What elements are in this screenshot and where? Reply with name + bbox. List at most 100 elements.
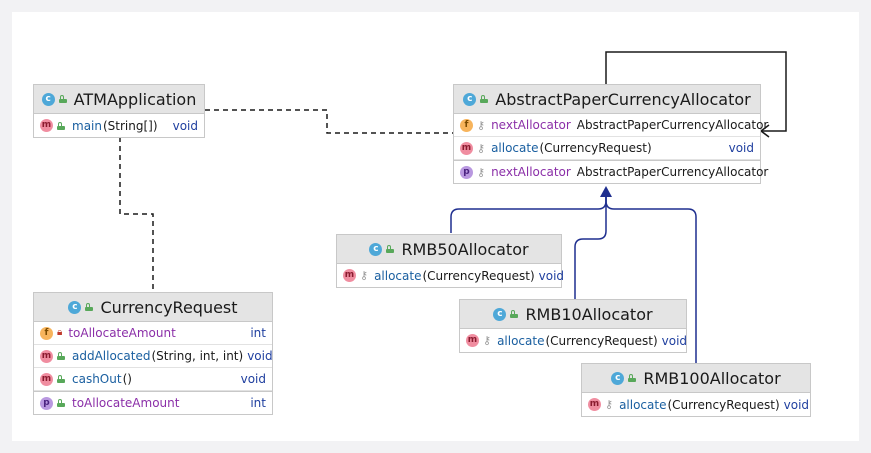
property-row[interactable]: p toAllocateAmount int <box>34 391 272 414</box>
class-name: RMB50Allocator <box>401 239 529 259</box>
unlock-icon <box>58 95 67 103</box>
class-header[interactable]: c CurrencyRequest <box>34 293 272 322</box>
class-atm-application[interactable]: c ATMApplication m main (String[]) void <box>33 84 205 138</box>
method-params: (String[]) <box>102 118 158 133</box>
inheritance-edge-rmb100 <box>600 186 697 363</box>
unlock-icon <box>510 310 519 318</box>
class-currency-request[interactable]: c CurrencyRequest f 🔒︎ toAllocateAmount … <box>33 292 273 415</box>
unlock-icon <box>57 121 65 130</box>
method-row[interactable]: m cashOut () void <box>34 368 272 391</box>
field-type: int <box>250 326 266 340</box>
edges-layer <box>119 51 787 363</box>
class-name: AbstractPaperCurrencyAllocator <box>495 89 751 109</box>
method-name: addAllocated <box>72 349 151 363</box>
method-params: (CurrencyRequest) <box>422 268 535 283</box>
field-name: nextAllocator <box>491 118 571 132</box>
method-m-icon: m <box>343 269 356 282</box>
field-f-icon: f <box>460 118 473 132</box>
class-header[interactable]: c RMB50Allocator <box>337 235 561 264</box>
unlock-icon <box>480 95 489 103</box>
method-name: allocate <box>497 333 545 348</box>
method-params: (String, int, int) <box>151 349 244 363</box>
class-name: ATMApplication <box>73 89 197 109</box>
class-rmb100-allocator[interactable]: c RMB100Allocator m ⚷ allocate (Currency… <box>581 363 811 417</box>
method-m-icon: m <box>460 141 473 155</box>
class-name: RMB10Allocator <box>525 304 653 324</box>
unlock-icon <box>57 399 65 407</box>
method-m-icon: m <box>40 119 53 132</box>
field-row[interactable]: f ⚷ nextAllocator AbstractPaperCurrencyA… <box>454 114 768 137</box>
class-c-icon: c <box>68 300 82 314</box>
return-type: void <box>783 397 810 412</box>
method-m-icon: m <box>588 398 601 411</box>
method-name: allocate <box>619 397 667 412</box>
class-header[interactable]: c AbstractPaperCurrencyAllocator <box>454 85 760 114</box>
return-type: void <box>538 268 565 283</box>
inheritance-edge-rmb50 <box>450 197 607 233</box>
key-icon: ⚷ <box>477 118 486 132</box>
key-icon: ⚷ <box>483 334 492 347</box>
method-name: allocate <box>374 268 422 283</box>
property-name: toAllocateAmount <box>72 396 180 410</box>
class-c-icon: c <box>493 307 507 321</box>
method-params: (CurrencyRequest) <box>667 397 780 412</box>
method-row[interactable]: m ⚷ allocate (CurrencyRequest) void <box>454 137 760 160</box>
key-icon: ⚷ <box>605 398 614 411</box>
unlock-icon <box>386 245 395 253</box>
inheritance-edge-rmb10 <box>574 197 607 300</box>
class-header[interactable]: c RMB10Allocator <box>460 300 686 329</box>
self-association-edge <box>605 51 787 132</box>
method-m-icon: m <box>40 349 53 363</box>
class-rmb10-allocator[interactable]: c RMB10Allocator m ⚷ allocate (CurrencyR… <box>459 299 687 353</box>
return-type: void <box>172 118 198 133</box>
return-type: void <box>247 349 273 363</box>
class-c-icon: c <box>41 92 55 106</box>
unlock-icon <box>628 374 637 382</box>
class-c-icon: c <box>463 92 477 106</box>
method-params: (CurrencyRequest) <box>539 141 652 155</box>
field-type: AbstractPaperCurrencyAllocator <box>576 118 769 132</box>
class-rmb50-allocator[interactable]: c RMB50Allocator m ⚷ allocate (CurrencyR… <box>336 234 565 288</box>
class-header[interactable]: c ATMApplication <box>34 85 204 114</box>
dependency-edge-atm-request <box>119 137 154 292</box>
method-row[interactable]: m addAllocated (String, int, int) void <box>34 345 273 368</box>
key-icon: ⚷ <box>477 141 486 155</box>
class-abstract-paper-currency-allocator[interactable]: c AbstractPaperCurrencyAllocator f ⚷ nex… <box>453 84 768 184</box>
association-arrowhead <box>759 124 770 138</box>
diagram-canvas: c ATMApplication m main (String[]) void … <box>12 12 859 441</box>
method-row[interactable]: m ⚷ allocate (CurrencyRequest) void <box>460 329 688 352</box>
class-name: CurrencyRequest <box>100 297 238 317</box>
lock-icon: 🔒︎ <box>57 327 63 338</box>
class-c-icon: c <box>369 242 383 256</box>
method-m-icon: m <box>466 334 479 347</box>
unlock-icon <box>57 352 65 360</box>
field-f-icon: f <box>40 326 53 340</box>
method-row[interactable]: m ⚷ allocate (CurrencyRequest) void <box>582 393 810 416</box>
method-params: (CurrencyRequest) <box>545 333 658 348</box>
method-params: () <box>122 372 132 386</box>
method-row[interactable]: m main (String[]) void <box>34 114 204 137</box>
dependency-edge-atm-abstract <box>205 109 453 134</box>
return-type: void <box>240 372 266 386</box>
class-name: RMB100Allocator <box>643 368 781 388</box>
property-row[interactable]: p ⚷ nextAllocator AbstractPaperCurrencyA… <box>454 160 768 183</box>
class-header[interactable]: c RMB100Allocator <box>582 364 810 393</box>
method-name: main <box>72 118 102 133</box>
return-type: void <box>728 141 754 155</box>
unlock-icon <box>57 375 65 383</box>
method-name: cashOut <box>72 372 122 386</box>
return-type: void <box>661 333 688 348</box>
property-p-icon: p <box>460 165 473 179</box>
key-icon: ⚷ <box>360 269 369 282</box>
property-p-icon: p <box>40 396 53 410</box>
property-name: nextAllocator <box>491 165 571 179</box>
field-name: toAllocateAmount <box>68 326 176 340</box>
method-row[interactable]: m ⚷ allocate (CurrencyRequest) void <box>337 264 565 287</box>
property-type: int <box>250 396 266 410</box>
field-row[interactable]: f 🔒︎ toAllocateAmount int <box>34 322 272 345</box>
unlock-icon <box>85 303 94 311</box>
key-icon: ⚷ <box>477 165 486 179</box>
class-c-icon: c <box>611 371 625 385</box>
method-m-icon: m <box>40 372 53 386</box>
method-name: allocate <box>491 141 539 155</box>
